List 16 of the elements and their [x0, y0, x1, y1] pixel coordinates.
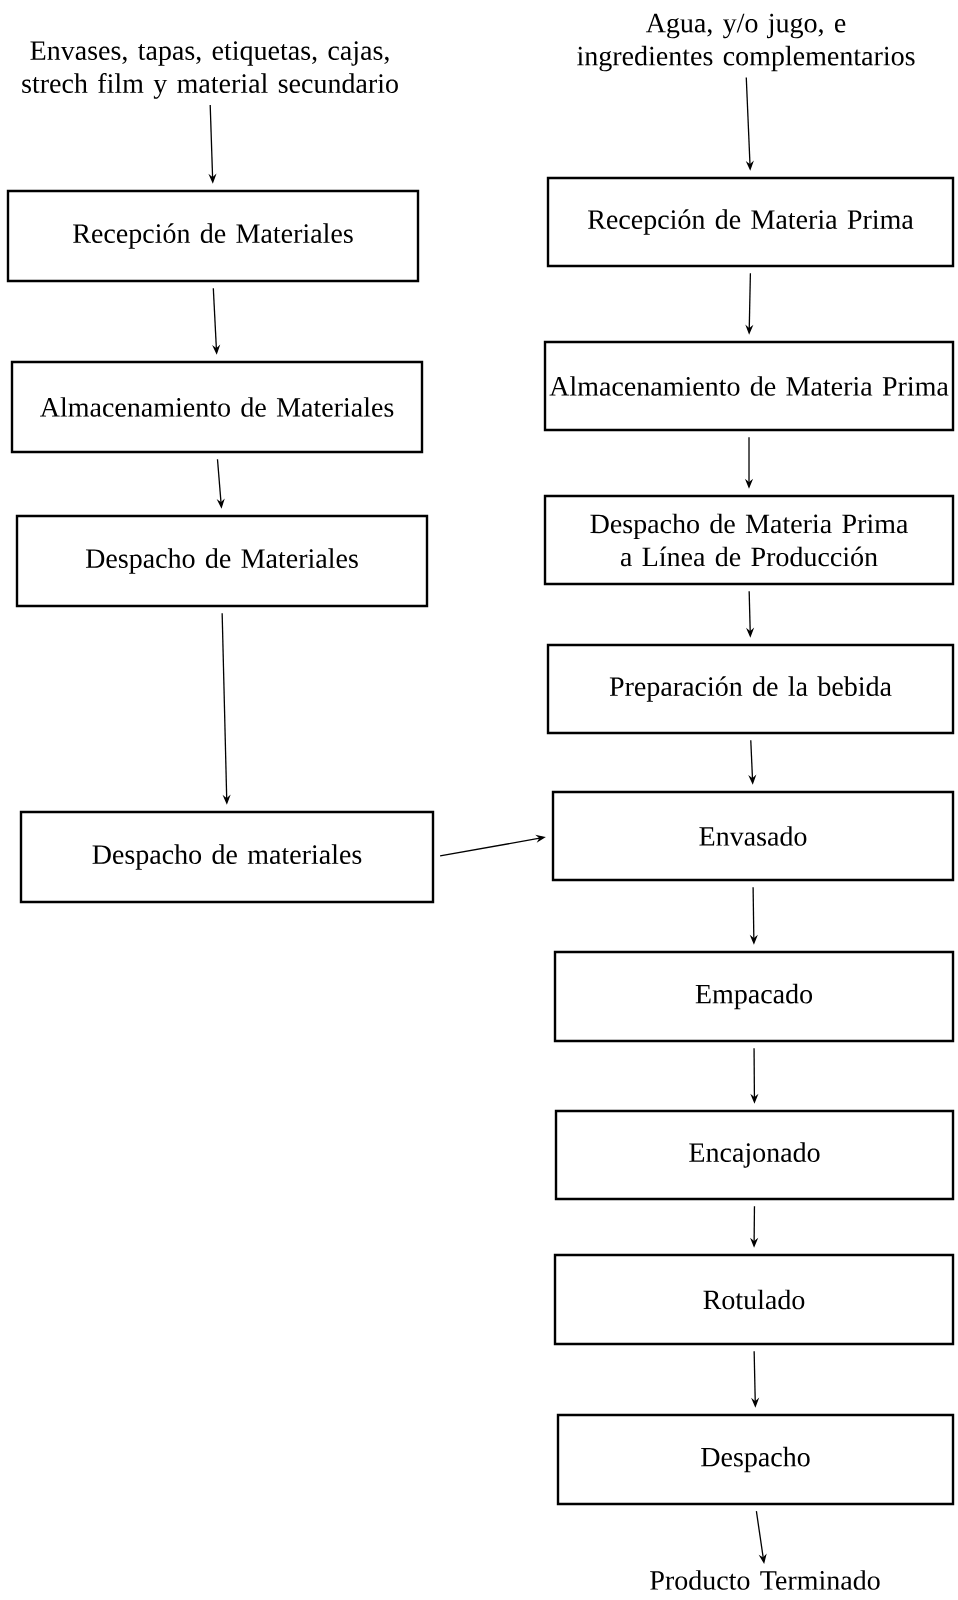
process-box: Recepción de Materia Prima	[546, 176, 955, 268]
process-box: Rotulado	[553, 1253, 955, 1346]
process-box: Despacho	[556, 1413, 955, 1506]
process-box: Empacado	[553, 950, 955, 1043]
process-box: Despacho de Materiales	[15, 514, 429, 608]
process-box: Almacenamiento de Materia Prima	[543, 340, 955, 432]
input-text: Agua, y/o jugo, e ingredientes complementarios	[577, 13, 915, 72]
process-box: Almacenamiento de Materiales	[10, 360, 424, 454]
input-text: Envases, tapas, etiquetas, cajas, strech film y material secundario	[22, 41, 398, 99]
process-box: Despacho de Materia Prima a Línea de Producción	[543, 494, 955, 586]
process-box: Envasado	[551, 790, 955, 882]
output-text: Producto Terminado	[650, 1570, 880, 1590]
process-box: Recepción de Materiales	[6, 189, 420, 283]
process-box: Despacho de materiales	[19, 810, 435, 904]
process-box: Encajonado	[554, 1109, 955, 1201]
process-box: Preparación de la bebida	[546, 643, 955, 735]
